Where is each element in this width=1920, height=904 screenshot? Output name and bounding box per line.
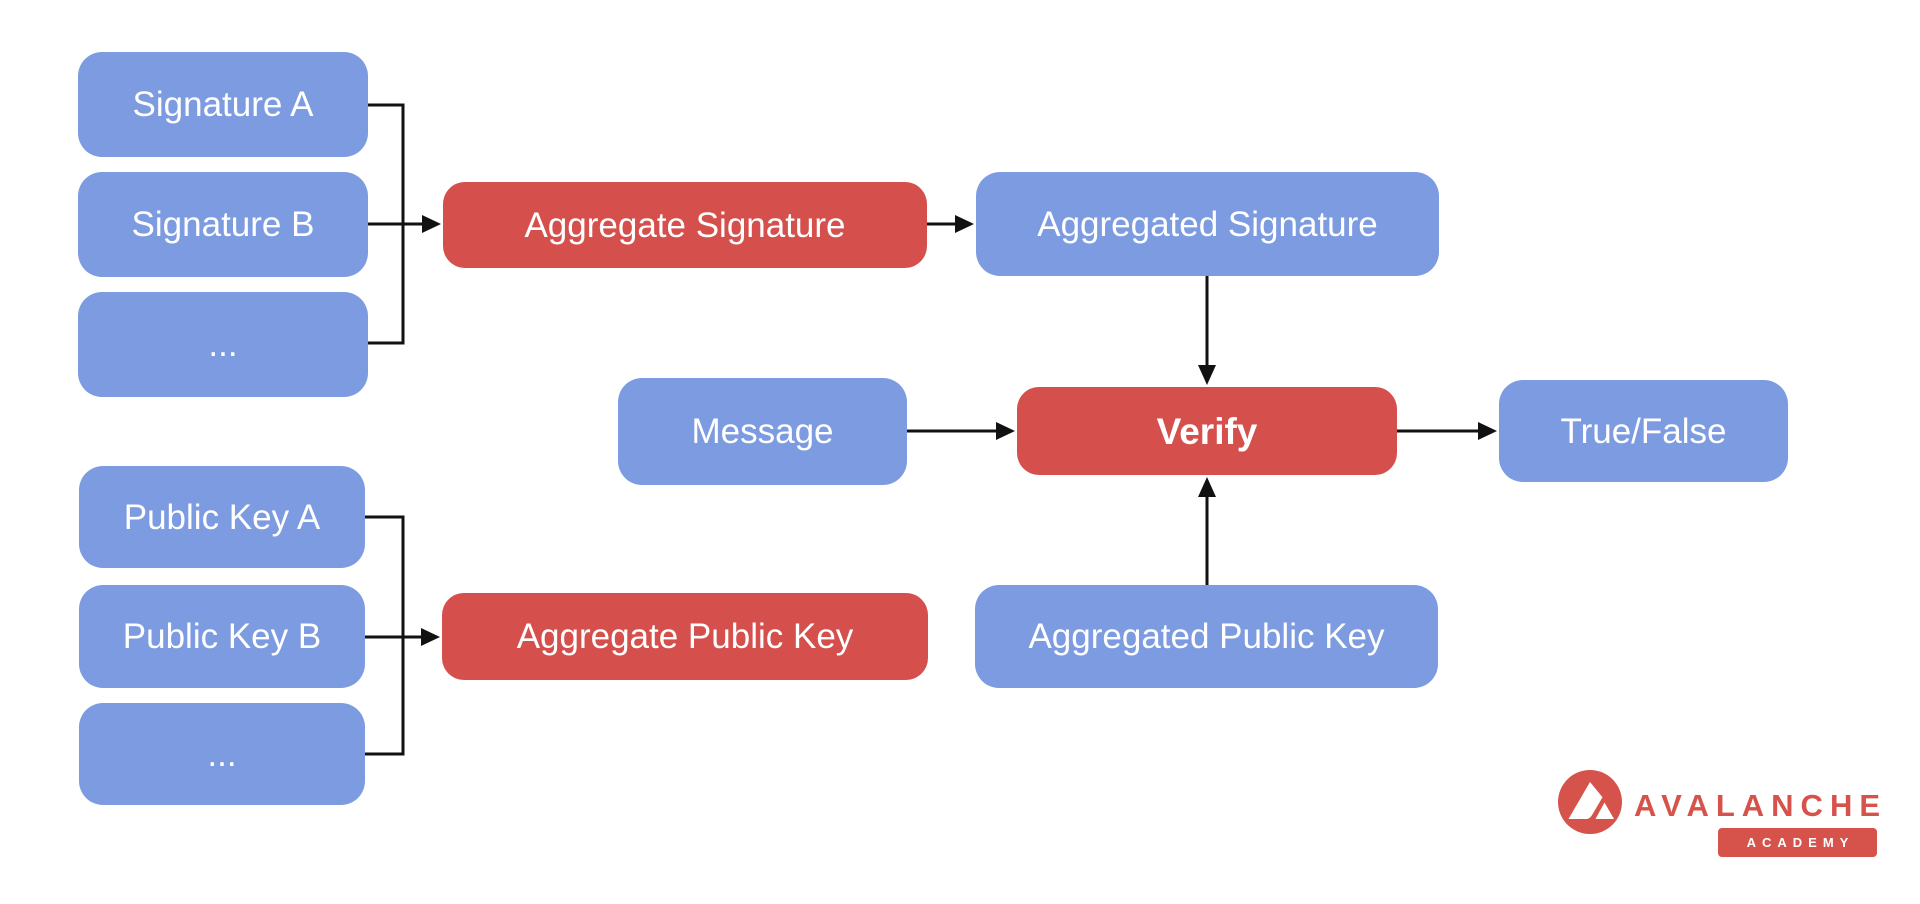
signatures-bracket xyxy=(365,103,441,345)
arrow-aggsig-to-aggregatedsig xyxy=(927,215,974,233)
node-public-key-more-label: ... xyxy=(207,734,237,774)
node-aggregate-public-key-label: Aggregate Public Key xyxy=(516,617,854,656)
node-signature-b-label: Signature B xyxy=(131,205,315,244)
node-verify-label: Verify xyxy=(1156,410,1258,452)
node-true-false-label: True/False xyxy=(1560,411,1727,451)
node-signature-a-label: Signature A xyxy=(132,85,314,124)
node-message: Message xyxy=(618,378,907,485)
logo-academy-badge-label: ACADEMY xyxy=(1746,835,1855,850)
public-keys-bracket xyxy=(365,515,440,756)
node-true-false: True/False xyxy=(1499,380,1788,482)
arrow-message-to-verify xyxy=(907,422,1015,440)
node-aggregate-public-key: Aggregate Public Key xyxy=(442,593,928,680)
avalanche-logo-icon xyxy=(1558,770,1622,834)
node-public-key-a-label: Public Key A xyxy=(123,497,321,537)
node-message-label: Message xyxy=(691,412,834,451)
node-aggregated-signature: Aggregated Signature xyxy=(976,172,1439,276)
arrow-aggregatedsig-to-verify xyxy=(1198,276,1216,385)
avalanche-academy-logo: AVALANCHE ACADEMY xyxy=(1556,766,1896,866)
logo-brand-text: AVALANCHE xyxy=(1634,788,1888,823)
node-aggregate-signature-label: Aggregate Signature xyxy=(524,205,846,245)
node-public-key-b-label: Public Key B xyxy=(122,617,322,656)
node-aggregated-public-key-label: Aggregated Public Key xyxy=(1028,617,1385,656)
arrow-publickeys-to-aggregate xyxy=(421,628,440,646)
node-aggregated-public-key: Aggregated Public Key xyxy=(975,585,1438,688)
arrow-signatures-to-aggregate xyxy=(422,215,441,233)
node-signature-more-label: ... xyxy=(208,325,238,364)
arrow-verify-to-truefalse xyxy=(1397,422,1497,440)
node-signature-b: Signature B xyxy=(78,172,368,277)
node-verify: Verify xyxy=(1017,387,1397,475)
node-public-key-a: Public Key A xyxy=(79,466,365,568)
node-signature-more: ... xyxy=(78,292,368,397)
node-aggregated-signature-label: Aggregated Signature xyxy=(1037,204,1378,244)
node-public-key-more: ... xyxy=(79,703,365,805)
node-aggregate-signature: Aggregate Signature xyxy=(443,182,927,268)
node-public-key-b: Public Key B xyxy=(79,585,365,688)
node-signature-a: Signature A xyxy=(78,52,368,157)
logo-academy-badge: ACADEMY xyxy=(1718,828,1877,857)
arrow-aggregatedpk-to-verify xyxy=(1198,477,1216,585)
